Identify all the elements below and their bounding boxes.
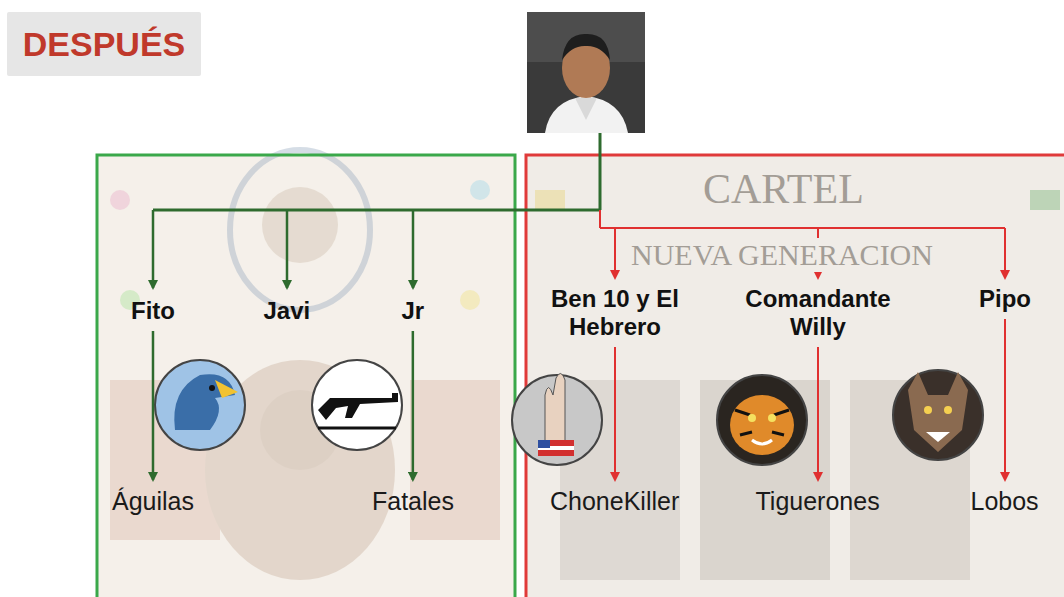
title-box: DESPUÉS xyxy=(7,12,201,76)
leader-label: Jr xyxy=(402,297,425,325)
tiger-icon xyxy=(717,375,807,465)
eagle-icon xyxy=(155,360,245,450)
hierarchy-wires xyxy=(153,133,1005,288)
group-label: Águilas xyxy=(112,486,194,516)
group-name: Lobos xyxy=(967,484,1043,518)
leader-label: Comandante Willy xyxy=(730,285,907,341)
rifle-icon xyxy=(312,360,402,450)
leader-photo xyxy=(527,12,645,133)
leader-name: Comandante Willy xyxy=(726,283,911,343)
leader-label: Ben 10 y El Hebrero xyxy=(532,285,699,341)
leader-name: Fito xyxy=(127,295,179,327)
group-name: Tiguerones xyxy=(752,484,884,518)
group-label: ChoneKiller xyxy=(550,486,679,516)
connector-arrow xyxy=(412,331,415,480)
right-ground xyxy=(525,155,1064,597)
leader-name: Pipo xyxy=(975,283,1035,315)
mural xyxy=(535,190,1060,580)
group-frame xyxy=(97,155,515,597)
leader-label: Fito xyxy=(131,297,175,325)
group-name: ChoneKiller xyxy=(546,484,683,518)
leader-name: Jr xyxy=(398,295,429,327)
group-name: Águilas xyxy=(108,484,198,518)
leader-label: Pipo xyxy=(979,285,1031,313)
group-name: Fatales xyxy=(368,484,458,518)
mural xyxy=(110,150,500,580)
hand-icon xyxy=(512,373,602,465)
watermark: CARTEL xyxy=(700,166,867,212)
wolf-icon xyxy=(893,370,983,460)
leader-name: Ben 10 y El Hebrero xyxy=(528,283,703,343)
leader-name: Javi xyxy=(260,295,315,327)
leader-label: Javi xyxy=(264,297,311,325)
title: DESPUÉS xyxy=(23,25,186,64)
group-label: Tiguerones xyxy=(756,486,880,516)
connector-arrow xyxy=(614,347,616,480)
group-label: Fatales xyxy=(372,486,454,516)
group-label: Lobos xyxy=(971,486,1039,516)
connector-arrow xyxy=(817,347,819,480)
connector-arrow xyxy=(1004,319,1006,480)
watermark: NUEVA GENERACION xyxy=(628,238,936,272)
left-ground xyxy=(97,155,515,597)
connector-arrow xyxy=(152,331,155,480)
group-frame xyxy=(526,155,1064,597)
